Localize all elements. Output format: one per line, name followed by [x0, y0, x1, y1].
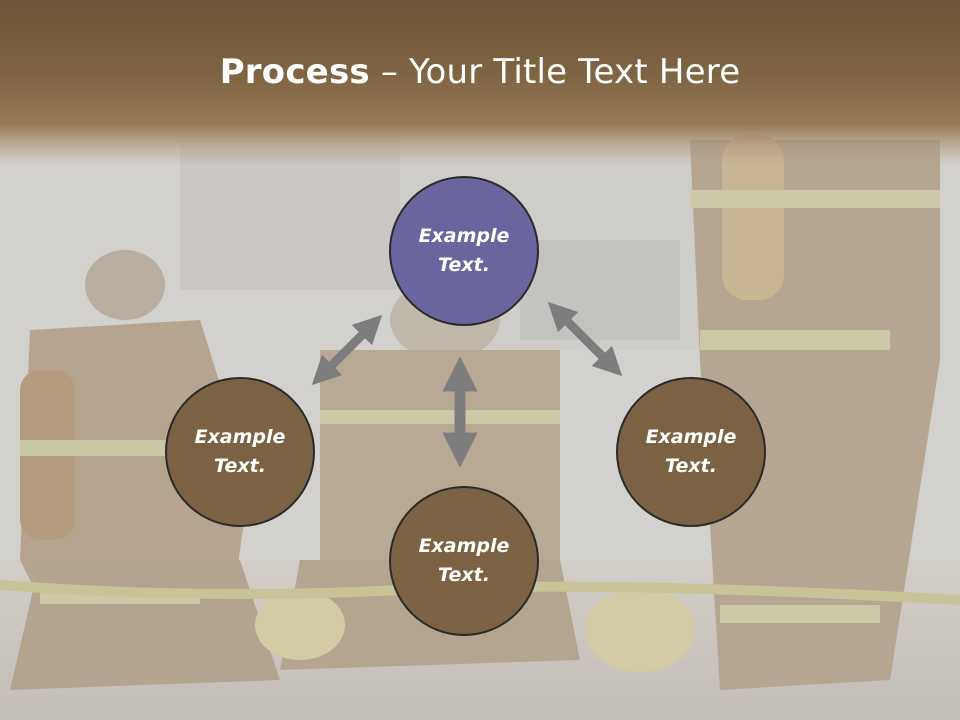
title-rest: – Your Title Text Here: [369, 52, 741, 92]
process-step-top-label: Example Text.: [418, 225, 510, 276]
slide-title: Process – Your Title Text Here: [0, 52, 960, 92]
process-step-left[interactable]: Example Text.: [165, 377, 315, 527]
process-step-right-label: Example Text.: [645, 426, 737, 477]
process-step-top[interactable]: Example Text.: [389, 176, 539, 326]
title-band: [0, 0, 960, 165]
process-step-left-label: Example Text.: [194, 426, 286, 477]
process-step-bottom-label: Example Text.: [418, 535, 510, 586]
title-bold: Process: [219, 52, 370, 92]
process-step-bottom[interactable]: Example Text.: [389, 486, 539, 636]
process-step-right[interactable]: Example Text.: [616, 377, 766, 527]
